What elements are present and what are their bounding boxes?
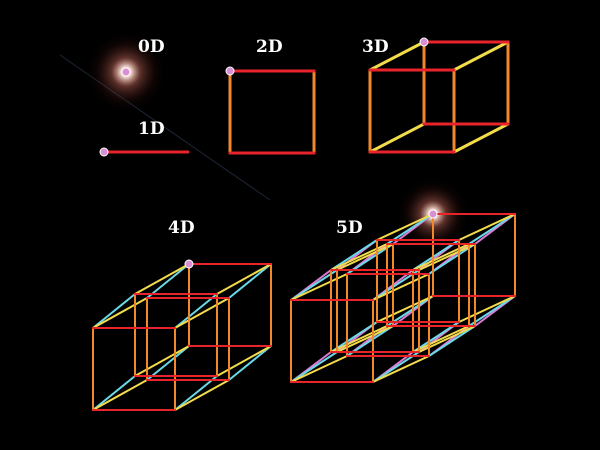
- square-2d: [228, 69, 316, 155]
- edge-dim-4: [228, 345, 272, 381]
- edge-dim-4: [228, 263, 272, 299]
- edge-dim-4: [92, 375, 136, 411]
- edge-dim-3: [134, 263, 190, 295]
- label-5d: 5D: [336, 218, 363, 238]
- edge-dim-4: [468, 295, 516, 327]
- edge-dim-3: [174, 297, 230, 329]
- edge-dim-4: [92, 293, 136, 329]
- label-2d: 2D: [256, 37, 283, 57]
- edge-dim-4: [468, 213, 516, 245]
- edge-dim-4: [428, 243, 476, 275]
- tesseract-4d: [92, 263, 272, 411]
- label-1d: 1D: [138, 119, 165, 139]
- origin-vertex-5d: [428, 209, 438, 219]
- origin-vertex-4d: [184, 259, 194, 269]
- edge-dim-4: [428, 325, 476, 357]
- edge-dim-4: [174, 293, 218, 329]
- origin-vertex-0d: [121, 67, 131, 77]
- edge-dim-4: [146, 263, 190, 299]
- penteract-5d: [290, 213, 516, 383]
- edge-dim-4: [174, 375, 218, 411]
- edge-dim-3: [372, 355, 430, 383]
- edge-dim-4: [330, 321, 378, 353]
- edge-dim-3: [452, 40, 510, 72]
- edge-dim-3: [412, 325, 470, 353]
- label-0d: 0D: [138, 37, 165, 57]
- edge-dim-3: [290, 355, 348, 383]
- edge-dim-3: [452, 122, 510, 154]
- cube-3d: [368, 40, 510, 154]
- origin-vertex-1d: [99, 147, 109, 157]
- edge-dim-3: [336, 243, 394, 271]
- origin-vertices: [99, 37, 438, 269]
- origin-vertex-2d: [225, 66, 235, 76]
- edge-dim-4: [290, 269, 338, 301]
- label-3d: 3D: [362, 37, 389, 57]
- edge-dim-3: [458, 213, 516, 241]
- edge-dim-3: [216, 263, 272, 295]
- edge-dim-3: [330, 325, 388, 353]
- edge-dim-3: [376, 213, 434, 241]
- edge-dim-4: [330, 239, 378, 271]
- edge-dim-4: [146, 345, 190, 381]
- edge-dim-3: [134, 345, 190, 377]
- edge-dim-3: [92, 297, 148, 329]
- label-4d: 4D: [168, 218, 195, 238]
- edge-dim-3: [174, 379, 230, 411]
- edge-dim-3: [92, 379, 148, 411]
- edge-dim-3: [418, 243, 476, 271]
- edge-dim-4: [290, 351, 338, 383]
- origin-vertex-3d: [419, 37, 429, 47]
- edge-dim-3: [368, 40, 426, 72]
- edge-dim-3: [216, 345, 272, 377]
- edge-dim-3: [368, 122, 426, 154]
